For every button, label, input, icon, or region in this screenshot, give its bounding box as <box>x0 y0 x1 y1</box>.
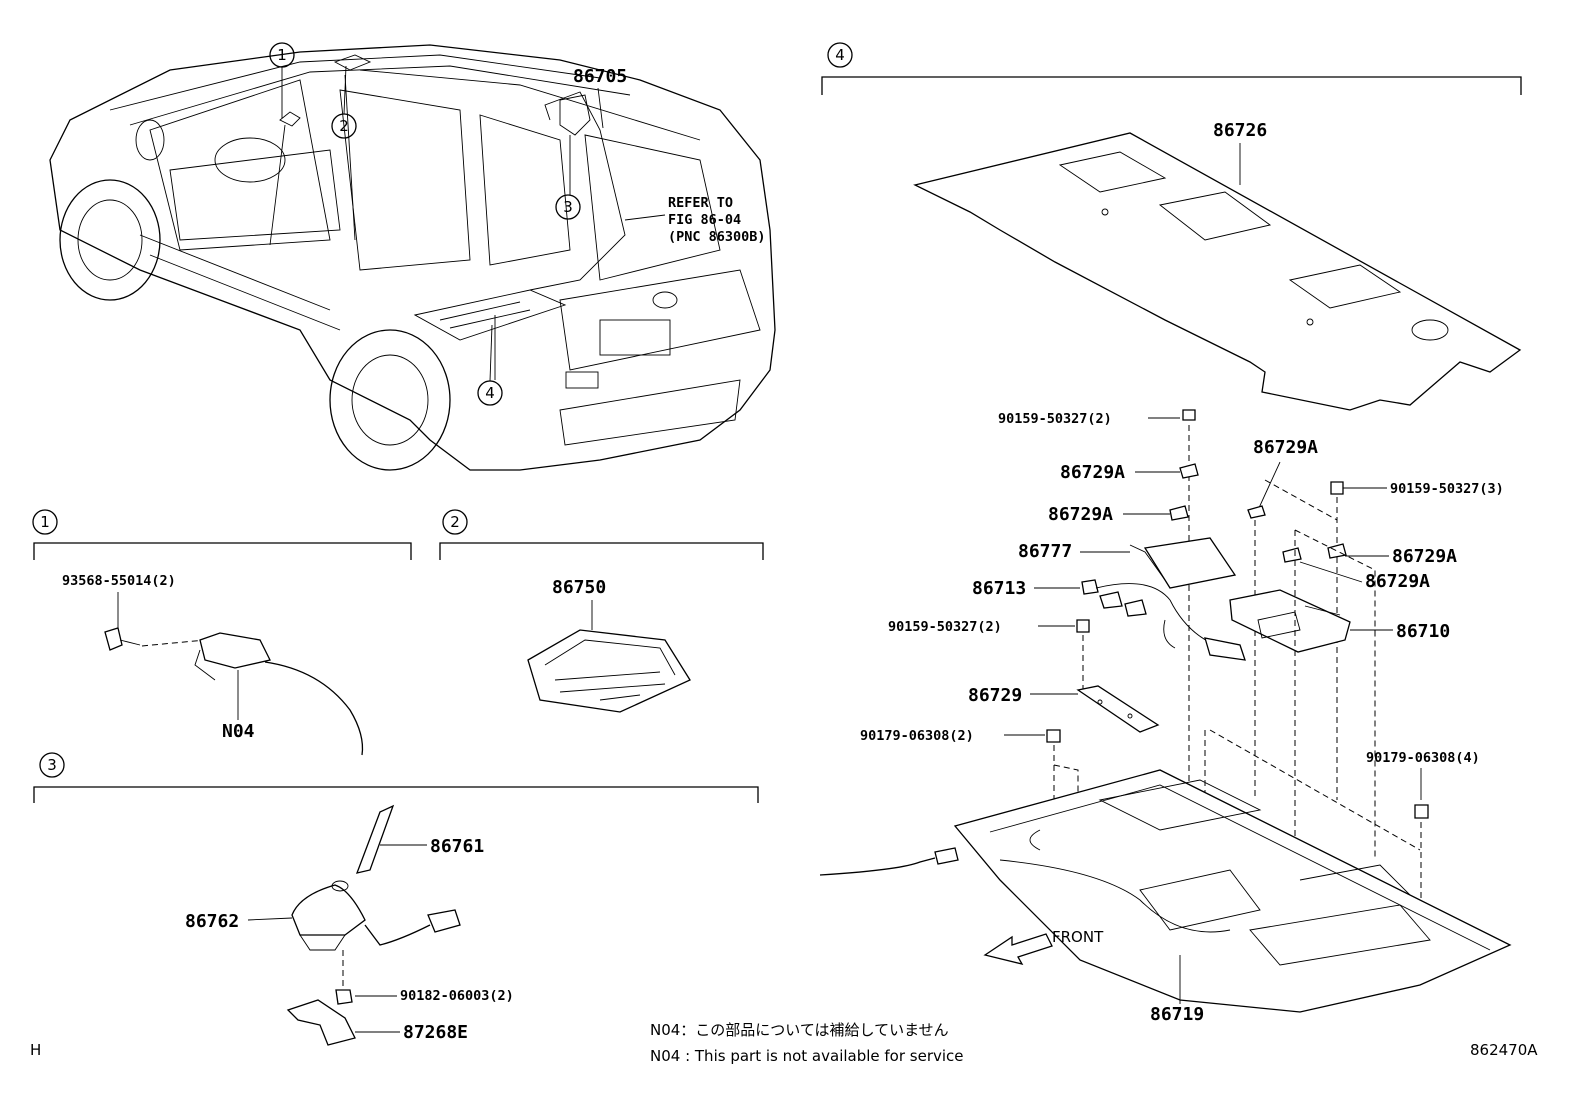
section-3: 3 86761 86762 90182-06003(2) 87268E <box>33 752 759 1046</box>
svg-text:86713: 86713 <box>972 578 1026 599</box>
svg-text:90179-06308(4): 90179-06308(4) <box>1366 750 1480 766</box>
svg-text:N04: N04 <box>222 721 255 742</box>
svg-text:86726: 86726 <box>1213 120 1267 141</box>
footnotes: N04：この部品については補給していません N04 : This part is… <box>30 1021 1538 1065</box>
callout-main-2: 2 <box>331 65 357 139</box>
svg-text:86729A: 86729A <box>1365 571 1430 592</box>
svg-text:86729A: 86729A <box>1253 437 1318 458</box>
callout-main-1: 1 <box>269 42 295 118</box>
svg-text:86729A: 86729A <box>1392 546 1457 567</box>
front-arrow: FRONT <box>983 928 1104 965</box>
callout-main-4: 4 <box>477 324 503 406</box>
svg-text:2: 2 <box>450 513 460 531</box>
callout-main-3: 3 <box>555 194 581 220</box>
svg-text:86729: 86729 <box>968 685 1022 706</box>
svg-text:86729A: 86729A <box>1048 504 1113 525</box>
svg-text:3: 3 <box>47 756 57 774</box>
svg-text:90179-06308(2): 90179-06308(2) <box>860 728 974 744</box>
svg-text:86719: 86719 <box>1150 1004 1204 1025</box>
svg-text:1: 1 <box>277 46 287 64</box>
vehicle-illustration <box>49 44 776 471</box>
section-2: 2 86750 <box>439 509 764 713</box>
svg-text:FIG 86-04: FIG 86-04 <box>668 212 741 228</box>
svg-text:REFER TO: REFER TO <box>668 195 733 211</box>
svg-text:90182-06003(2): 90182-06003(2) <box>400 988 514 1004</box>
svg-text:90159-50327(3): 90159-50327(3) <box>1390 481 1504 497</box>
svg-text:86762: 86762 <box>185 911 239 932</box>
svg-text:(PNC 86300B): (PNC 86300B) <box>668 229 766 245</box>
svg-text:93568-55014(2): 93568-55014(2) <box>62 573 176 589</box>
corner-letter: H <box>30 1041 41 1059</box>
note-japanese: N04：この部品については補給していません <box>650 1021 949 1039</box>
svg-text:FRONT: FRONT <box>1052 928 1104 946</box>
svg-text:90159-50327(2): 90159-50327(2) <box>888 619 1002 635</box>
svg-text:90159-50327(2): 90159-50327(2) <box>998 411 1112 427</box>
svg-text:4: 4 <box>835 46 845 64</box>
svg-text:87268E: 87268E <box>403 1022 468 1043</box>
label-86705: 86705 <box>573 66 627 129</box>
note-english: N04 : This part is not available for ser… <box>650 1047 964 1065</box>
svg-text:4: 4 <box>485 384 495 402</box>
svg-text:86750: 86750 <box>552 577 606 598</box>
svg-text:1: 1 <box>40 513 50 531</box>
svg-text:3: 3 <box>563 198 573 216</box>
svg-text:86705: 86705 <box>573 66 627 87</box>
svg-text:86729A: 86729A <box>1060 462 1125 483</box>
section-4: 4 86726 90159-50327(2) 86729A 86729A 867… <box>819 42 1522 1025</box>
svg-text:86761: 86761 <box>430 836 484 857</box>
figure-code: 862470A <box>1470 1041 1538 1059</box>
svg-text:86777: 86777 <box>1018 541 1072 562</box>
section-1: 1 93568-55014(2) N04 <box>32 509 412 756</box>
refer-note: REFER TO FIG 86-04 (PNC 86300B) <box>624 195 766 245</box>
svg-text:2: 2 <box>339 117 349 135</box>
svg-text:86710: 86710 <box>1396 621 1450 642</box>
